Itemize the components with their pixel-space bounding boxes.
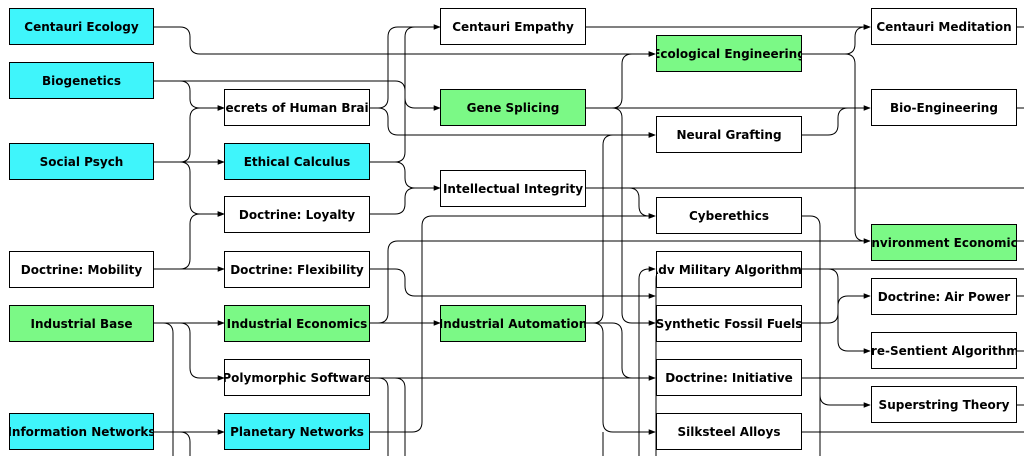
node-label: Superstring Theory <box>878 397 1010 412</box>
node-industrial-automation[interactable]: Industrial Automation <box>440 305 586 342</box>
node-secrets-of-human-brain[interactable]: Secrets of Human Brain <box>224 89 370 126</box>
node-label: Intellectual Integrity <box>442 181 584 196</box>
node-label: Ethical Calculus <box>243 154 351 169</box>
node-label: Secrets of Human Brain <box>224 100 370 115</box>
node-ecological-engineering[interactable]: Ecological Engineering <box>656 35 802 72</box>
node-polymorphic-software[interactable]: Polymorphic Software <box>224 359 370 396</box>
node-label: Centauri Ecology <box>24 19 139 34</box>
node-label: Doctrine: Flexibility <box>230 262 364 277</box>
node-doctrine-mobility[interactable]: Doctrine: Mobility <box>9 251 154 288</box>
node-planetary-networks[interactable]: Planetary Networks <box>224 413 370 450</box>
node-silksteel-alloys[interactable]: Silksteel Alloys <box>656 413 802 450</box>
node-information-networks[interactable]: Information Networks <box>9 413 154 450</box>
node-industrial-base[interactable]: Industrial Base <box>9 305 154 342</box>
node-label: Adv Military Algorithms <box>656 262 802 277</box>
node-label: Planetary Networks <box>230 424 364 439</box>
node-biogenetics[interactable]: Biogenetics <box>9 62 154 99</box>
node-label: Polymorphic Software <box>224 370 370 385</box>
node-centauri-ecology[interactable]: Centauri Ecology <box>9 8 154 45</box>
node-doctrine-initiative[interactable]: Doctrine: Initiative <box>656 359 802 396</box>
node-label: Industrial Automation <box>440 316 586 331</box>
node-environment-economics[interactable]: Environment Economics <box>871 224 1017 261</box>
node-label: Silksteel Alloys <box>677 424 781 439</box>
node-doctrine-loyalty[interactable]: Doctrine: Loyalty <box>224 196 370 233</box>
node-label: Biogenetics <box>41 73 122 88</box>
node-label: Cyberethics <box>688 208 770 223</box>
node-pre-sentient-algorithms[interactable]: Pre-Sentient Algorithms <box>871 332 1017 369</box>
node-intellectual-integrity[interactable]: Intellectual Integrity <box>440 170 586 207</box>
node-doctrine-air-power[interactable]: Doctrine: Air Power <box>871 278 1017 315</box>
node-industrial-economics[interactable]: Industrial Economics <box>224 305 370 342</box>
node-adv-military-algorithms[interactable]: Adv Military Algorithms <box>656 251 802 288</box>
node-label: Doctrine: Air Power <box>877 289 1011 304</box>
node-synthetic-fossil-fuels[interactable]: Synthetic Fossil Fuels <box>656 305 802 342</box>
node-centauri-meditation[interactable]: Centauri Meditation <box>871 8 1017 45</box>
node-label: Information Networks <box>9 424 154 439</box>
node-ethical-calculus[interactable]: Ethical Calculus <box>224 143 370 180</box>
node-label: Industrial Base <box>30 316 133 331</box>
node-label: Doctrine: Loyalty <box>238 207 356 222</box>
node-label: Pre-Sentient Algorithms <box>871 343 1016 358</box>
node-centauri-empathy[interactable]: Centauri Empathy <box>440 8 586 45</box>
node-label: Doctrine: Mobility <box>20 262 143 277</box>
node-gene-splicing[interactable]: Gene Splicing <box>440 89 586 126</box>
node-label: Centauri Meditation <box>876 19 1012 34</box>
node-neural-grafting[interactable]: Neural Grafting <box>656 116 802 153</box>
node-label: Environment Economics <box>871 235 1017 250</box>
node-bio-engineering[interactable]: Bio-Engineering <box>871 89 1017 126</box>
node-social-psych[interactable]: Social Psych <box>9 143 154 180</box>
node-label: Ecological Engineering <box>656 46 802 61</box>
node-label: Centauri Empathy <box>452 19 574 34</box>
node-label: Doctrine: Initiative <box>665 370 793 385</box>
node-doctrine-flexibility[interactable]: Doctrine: Flexibility <box>224 251 370 288</box>
node-label: Neural Grafting <box>676 127 782 142</box>
node-label: Social Psych <box>39 154 124 169</box>
node-label: Gene Splicing <box>466 100 560 115</box>
node-label: Synthetic Fossil Fuels <box>656 316 802 331</box>
node-cyberethics[interactable]: Cyberethics <box>656 197 802 234</box>
node-label: Industrial Economics <box>226 316 368 331</box>
node-superstring-theory[interactable]: Superstring Theory <box>871 386 1017 423</box>
node-label: Bio-Engineering <box>890 100 998 115</box>
